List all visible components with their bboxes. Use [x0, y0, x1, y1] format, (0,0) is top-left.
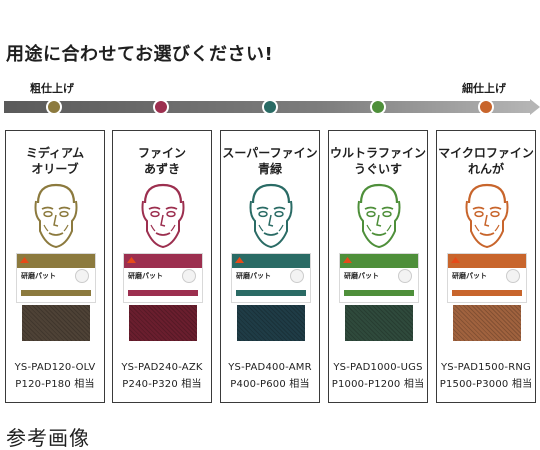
product-name: ファイン あずき	[113, 145, 211, 177]
box-color-band	[17, 254, 95, 268]
product-card-uguisu[interactable]: ウルトラファイン うぐいす 研磨パット YS-PAD1000-UGS P1000…	[328, 130, 428, 403]
product-box-image: 研磨パット	[123, 253, 203, 303]
product-name: スーパーファイン 青緑	[221, 145, 319, 177]
product-name: マイクロファイン れんが	[437, 145, 535, 177]
product-name-line1: ファイン	[137, 146, 186, 160]
product-name-line2: れんが	[467, 162, 504, 176]
model-number: YS-PAD1000-UGS	[333, 362, 423, 373]
model-number: YS-PAD120-OLV	[14, 362, 96, 373]
sanding-pad-image	[237, 305, 305, 341]
product-model: YS-PAD1000-UGS P1000-P1200 相当	[329, 359, 427, 393]
product-name-line1: マイクロファイン	[438, 146, 534, 160]
sanding-pad-image	[453, 305, 521, 341]
sanding-pad-image	[129, 305, 197, 341]
product-name-line1: スーパーファイン	[222, 146, 318, 160]
face-illustration-icon	[249, 183, 293, 249]
model-number: YS-PAD1500-RNG	[440, 362, 532, 373]
product-name-line2: オリーブ	[31, 162, 79, 176]
grit-dot-azuki	[153, 99, 169, 115]
box-badge-icon	[75, 269, 89, 283]
box-badge-icon	[398, 269, 412, 283]
product-card-aomidori[interactable]: スーパーファイン 青緑 研磨パット YS-PAD400-AMR P400-P60…	[220, 130, 320, 403]
grit-equivalent: P120-P180 相当	[15, 379, 95, 390]
grit-dot-uguisu	[370, 99, 386, 115]
grit-equivalent: P1500-P3000 相当	[439, 379, 533, 390]
brand-logo-icon	[127, 257, 136, 263]
sanding-pad-image	[22, 305, 90, 341]
box-color-band	[340, 254, 418, 268]
brand-logo-icon	[451, 257, 460, 263]
product-card-olive[interactable]: ミディアム オリーブ 研磨パット YS-PAD120-OLV P120-P180…	[5, 130, 105, 403]
sanding-pad-image	[345, 305, 413, 341]
product-name-line2: うぐいす	[353, 162, 402, 176]
box-color-stripe	[21, 290, 91, 296]
grit-dot-renga	[478, 99, 494, 115]
grit-equivalent: P240-P320 相当	[122, 379, 202, 390]
product-name-line1: ミディアム	[25, 146, 85, 160]
product-box-image: 研磨パット	[231, 253, 311, 303]
headline: 用途に合わせてお選びください!	[6, 44, 274, 65]
reference-image-note: 参考画像	[6, 426, 90, 450]
face-illustration-icon	[34, 183, 78, 249]
grit-dot-aomidori	[262, 99, 278, 115]
face-illustration-icon	[465, 183, 509, 249]
product-box-image: 研磨パット	[447, 253, 527, 303]
brand-logo-icon	[343, 257, 352, 263]
box-color-stripe	[236, 290, 306, 296]
brand-logo-icon	[235, 257, 244, 263]
face-illustration-icon	[357, 183, 401, 249]
model-number: YS-PAD400-AMR	[228, 362, 312, 373]
product-card-renga[interactable]: マイクロファイン れんが 研磨パット YS-PAD1500-RNG P1500-…	[436, 130, 536, 403]
product-name: ミディアム オリーブ	[6, 145, 104, 177]
box-color-stripe	[344, 290, 414, 296]
box-color-stripe	[452, 290, 522, 296]
box-badge-icon	[506, 269, 520, 283]
product-model: YS-PAD1500-RNG P1500-P3000 相当	[437, 359, 535, 393]
product-card-azuki[interactable]: ファイン あずき 研磨パット YS-PAD240-AZK P240-P320 相…	[112, 130, 212, 403]
product-model: YS-PAD240-AZK P240-P320 相当	[113, 359, 211, 393]
product-name-line2: 青緑	[257, 162, 282, 176]
box-color-band	[124, 254, 202, 268]
product-box-image: 研磨パット	[339, 253, 419, 303]
grit-dot-olive	[46, 99, 62, 115]
box-color-band	[232, 254, 310, 268]
product-model: YS-PAD400-AMR P400-P600 相当	[221, 359, 319, 393]
fine-finish-label: 細仕上げ	[462, 82, 506, 95]
product-box-image: 研磨パット	[16, 253, 96, 303]
product-model: YS-PAD120-OLV P120-P180 相当	[6, 359, 104, 393]
product-name: ウルトラファイン うぐいす	[329, 145, 427, 177]
product-name-line1: ウルトラファイン	[329, 146, 426, 160]
grit-equivalent: P1000-P1200 相当	[331, 379, 425, 390]
box-badge-icon	[182, 269, 196, 283]
grit-equivalent: P400-P600 相当	[230, 379, 310, 390]
box-color-band	[448, 254, 526, 268]
face-illustration-icon	[141, 183, 185, 249]
coarse-finish-label: 粗仕上げ	[30, 82, 74, 95]
model-number: YS-PAD240-AZK	[121, 362, 203, 373]
product-name-line2: あずき	[143, 162, 180, 176]
brand-logo-icon	[20, 257, 29, 263]
box-badge-icon	[290, 269, 304, 283]
box-color-stripe	[128, 290, 198, 296]
